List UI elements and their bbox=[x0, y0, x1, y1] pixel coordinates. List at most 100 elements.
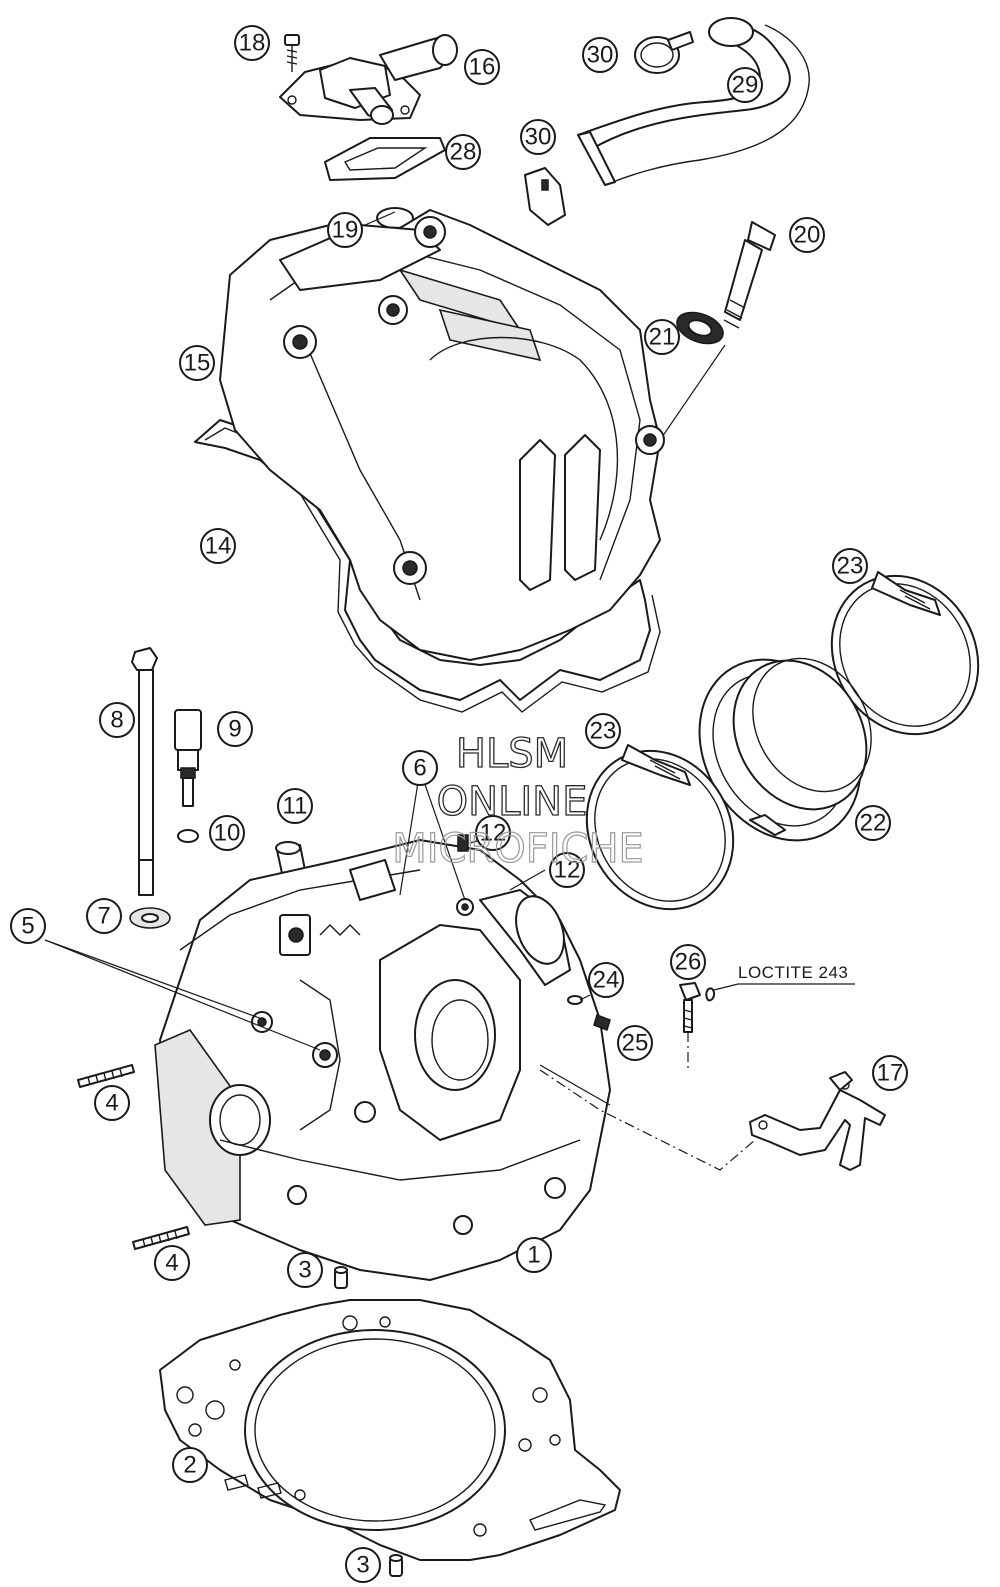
bracket-17 bbox=[749, 1071, 886, 1171]
callout-17: 17 bbox=[872, 1055, 908, 1091]
callout-28-label: 28 bbox=[450, 139, 477, 166]
coolant-hose-29 bbox=[577, 17, 810, 186]
callout-1-label: 1 bbox=[527, 1242, 540, 1269]
callout-7: 7 bbox=[86, 898, 122, 934]
callout-21: 21 bbox=[644, 319, 680, 355]
callout-11: 11 bbox=[277, 788, 313, 824]
callout-6: 6 bbox=[402, 750, 438, 786]
callout-22: 22 bbox=[855, 805, 891, 841]
callout-18: 18 bbox=[234, 25, 270, 61]
screw-25 bbox=[593, 1014, 611, 1031]
callout-23: 23 bbox=[585, 713, 621, 749]
callout-3-label: 3 bbox=[298, 1257, 311, 1284]
callout-19: 19 bbox=[327, 212, 363, 248]
callout-8-label: 8 bbox=[110, 707, 123, 734]
seal-washer-21 bbox=[676, 311, 724, 345]
callout-20-label: 20 bbox=[794, 222, 821, 249]
cylinder-head-1 bbox=[154, 839, 611, 1281]
callout-9-label: 9 bbox=[228, 716, 241, 743]
callout-22-label: 22 bbox=[860, 810, 887, 837]
callout-4-label: 4 bbox=[165, 1250, 178, 1277]
screw-26 bbox=[679, 982, 701, 1033]
callout-3: 3 bbox=[287, 1252, 323, 1288]
dowel-3-upper bbox=[334, 1266, 348, 1289]
washer-7 bbox=[129, 907, 171, 929]
callout-23: 23 bbox=[832, 548, 868, 584]
stud-4-lower bbox=[132, 1226, 190, 1250]
head-bolt-8 bbox=[131, 647, 158, 896]
loctite-note: LOCTITE 243 bbox=[738, 963, 848, 982]
head-gasket-2 bbox=[159, 1299, 621, 1561]
watermark-line-3: MICROFICHE bbox=[392, 826, 644, 872]
water-outlet-housing bbox=[279, 34, 458, 125]
callout-14: 14 bbox=[200, 528, 236, 564]
gasket-28 bbox=[324, 137, 446, 181]
callout-17-label: 17 bbox=[877, 1060, 904, 1087]
o-ring-10 bbox=[177, 829, 199, 843]
callout-4: 4 bbox=[94, 1085, 130, 1121]
callout-30-label: 30 bbox=[587, 42, 614, 69]
callout-1: 1 bbox=[516, 1237, 552, 1273]
callout-5-label: 5 bbox=[21, 913, 34, 940]
callout-20: 20 bbox=[789, 217, 825, 253]
callout-23-label: 23 bbox=[590, 718, 617, 745]
callout-30-label: 30 bbox=[525, 124, 552, 151]
hose-clamp-23-upper bbox=[830, 571, 980, 736]
callout-9: 9 bbox=[217, 711, 253, 747]
callout-12: 12 bbox=[475, 815, 511, 851]
hose-clamp-23-lower bbox=[585, 744, 735, 911]
watermark-line-1: HLSM bbox=[456, 731, 568, 777]
valve-cover-15 bbox=[219, 209, 665, 661]
callout-2-label: 2 bbox=[183, 1452, 196, 1479]
callout-3-label: 3 bbox=[356, 1552, 369, 1579]
callout-29-label: 29 bbox=[732, 72, 759, 99]
callout-12-label: 12 bbox=[480, 820, 507, 847]
callout-6-label: 6 bbox=[413, 755, 426, 782]
callout-5: 5 bbox=[10, 908, 46, 944]
callout-7-label: 7 bbox=[97, 903, 110, 930]
callout-15-label: 15 bbox=[184, 350, 211, 377]
callout-10: 10 bbox=[209, 815, 245, 851]
callout-4: 4 bbox=[154, 1245, 190, 1281]
callout-29: 29 bbox=[727, 67, 763, 103]
callout-26: 26 bbox=[670, 944, 706, 980]
hose-clamp-30-top bbox=[634, 31, 694, 74]
callout-2: 2 bbox=[172, 1447, 208, 1483]
callout-24: 24 bbox=[588, 962, 624, 998]
watermark: HLSM ONLINE MICROFICHE bbox=[392, 730, 645, 872]
callout-14-label: 14 bbox=[205, 533, 232, 560]
cover-screw-20 bbox=[723, 221, 776, 329]
callout-21-label: 21 bbox=[649, 324, 676, 351]
callout-11-label: 11 bbox=[283, 793, 308, 820]
callout-23-label: 23 bbox=[837, 553, 864, 580]
callout-12: 12 bbox=[549, 852, 585, 888]
watermark-line-2: ONLINE bbox=[437, 779, 588, 825]
callout-8: 8 bbox=[99, 702, 135, 738]
callout-28: 28 bbox=[445, 134, 481, 170]
washer-24 bbox=[567, 995, 583, 1005]
callout-24-label: 24 bbox=[593, 967, 620, 994]
callout-25-label: 25 bbox=[622, 1030, 649, 1057]
callout-26-label: 26 bbox=[675, 949, 702, 976]
plug-12 bbox=[457, 834, 469, 852]
callout-30: 30 bbox=[520, 119, 556, 155]
callout-25: 25 bbox=[617, 1025, 653, 1061]
leader-20-21 bbox=[659, 344, 726, 441]
dowel-3-lower bbox=[389, 1554, 403, 1577]
intake-boot-22 bbox=[698, 657, 872, 842]
callout-19-label: 19 bbox=[332, 217, 359, 244]
loctite-drop bbox=[705, 983, 855, 1002]
temperature-sensor-9 bbox=[174, 709, 202, 807]
hose-clamp-30-side bbox=[524, 167, 566, 226]
screw-18 bbox=[284, 34, 300, 72]
callout-15: 15 bbox=[179, 345, 215, 381]
callout-3: 3 bbox=[345, 1547, 381, 1583]
callout-16: 16 bbox=[464, 49, 500, 85]
callout-30: 30 bbox=[582, 37, 618, 73]
callout-12-label: 12 bbox=[554, 857, 581, 884]
callout-10-label: 10 bbox=[214, 820, 241, 847]
stud-4-upper bbox=[77, 1064, 135, 1088]
callout-4-label: 4 bbox=[105, 1090, 118, 1117]
callout-16-label: 16 bbox=[469, 54, 496, 81]
